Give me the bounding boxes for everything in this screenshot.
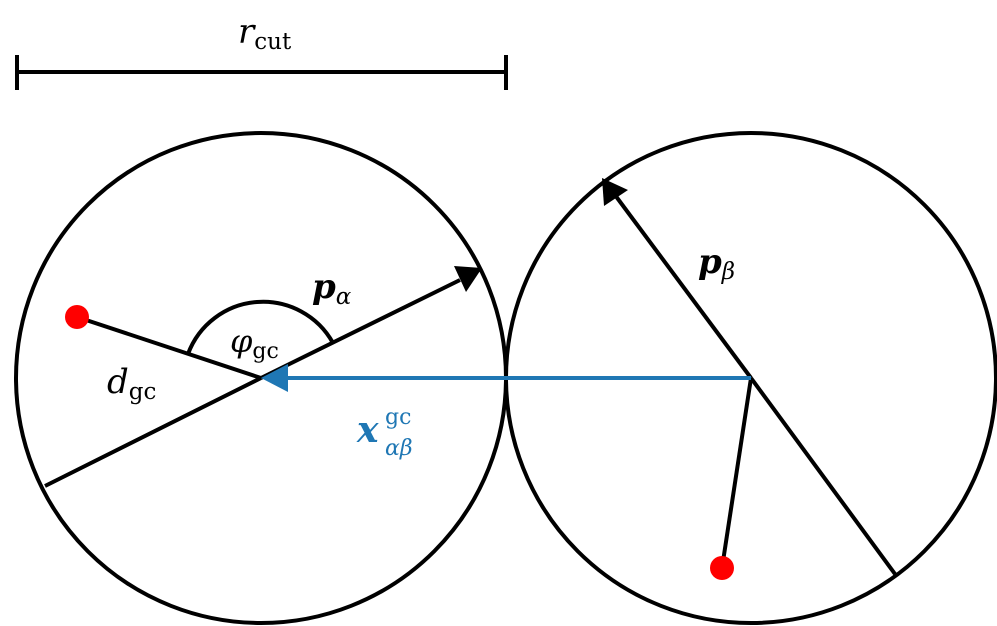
- p-beta-arrowhead: [602, 178, 628, 206]
- alpha-patch-line: [76, 315, 262, 380]
- x-gc-label-sup: gc: [385, 405, 411, 430]
- d-gc-label: dgc: [107, 362, 156, 405]
- x-gc-label-sub: αβ: [385, 436, 413, 461]
- cutoff-scale-bar: [15, 55, 508, 90]
- p-alpha-arrowhead: [454, 266, 482, 292]
- alpha-axis-line: [44, 376, 262, 488]
- p-beta-label: pβ: [698, 242, 735, 285]
- x-gc-label: x gc αβ: [356, 405, 413, 461]
- x-gc-arrowhead: [261, 364, 288, 392]
- r-cut-label: rcut: [238, 12, 292, 55]
- phi-angle-arc: [186, 299, 335, 355]
- p-alpha-vector: [260, 278, 461, 380]
- p-alpha-label: pα: [312, 267, 352, 310]
- phi-gc-label: φgc: [230, 322, 279, 364]
- beta-patch-line: [720, 377, 753, 569]
- alpha-patch-point: [65, 305, 89, 329]
- x-gc-label-main: x: [356, 409, 379, 451]
- beta-patch-point: [710, 556, 734, 580]
- beta-axis-line: [749, 376, 897, 576]
- p-beta-vector: [613, 193, 753, 380]
